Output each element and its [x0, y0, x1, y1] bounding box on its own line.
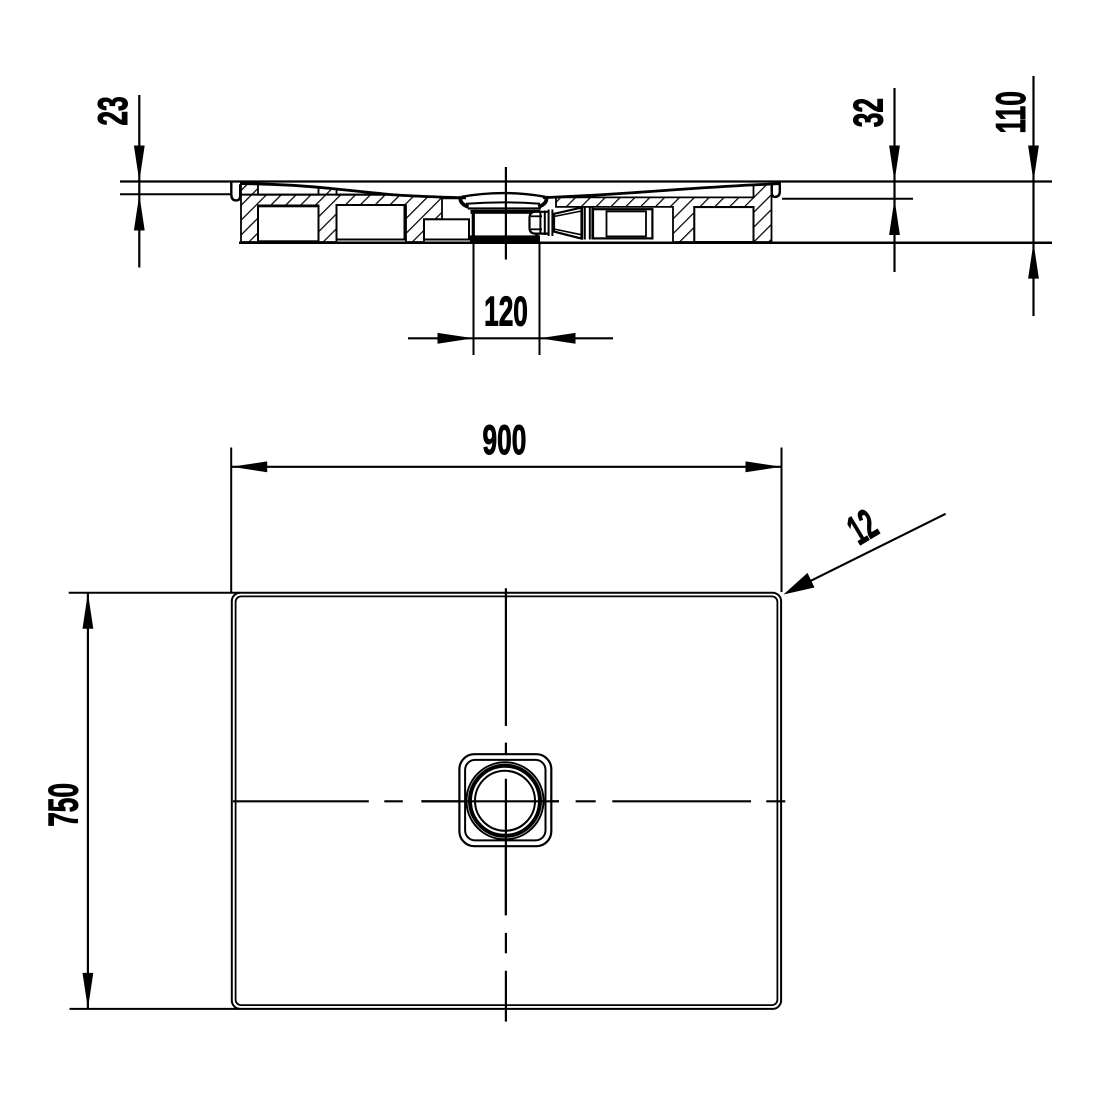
svg-text:750: 750: [40, 783, 87, 827]
svg-text:32: 32: [845, 98, 892, 127]
svg-text:23: 23: [90, 96, 137, 125]
svg-text:900: 900: [482, 417, 526, 464]
svg-text:110: 110: [988, 91, 1035, 133]
svg-text:120: 120: [484, 288, 528, 335]
